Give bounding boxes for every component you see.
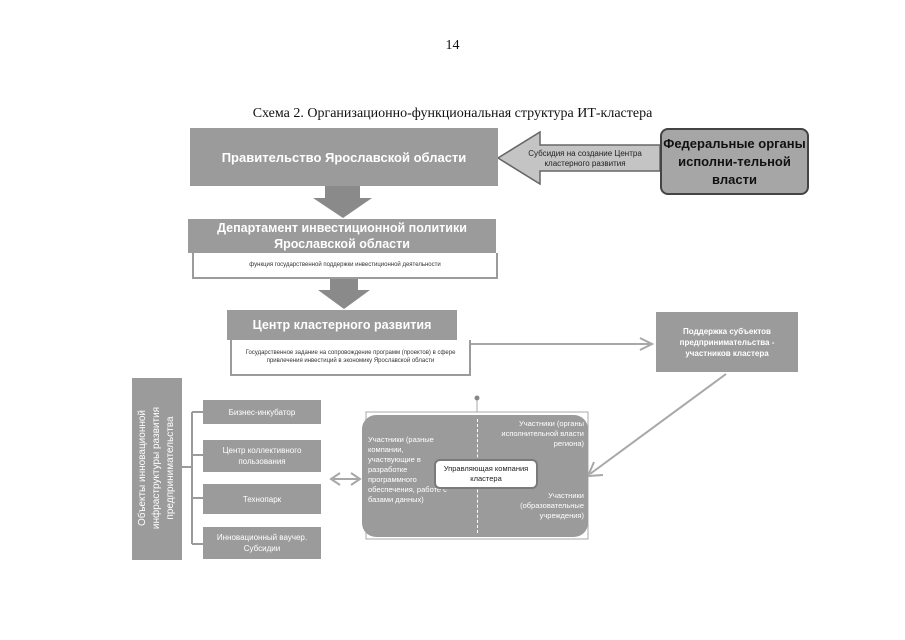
support-box: Поддержка субъектов предпринимательства … bbox=[656, 312, 798, 372]
infrastructure-label: Объекты инновационной инфраструктуры раз… bbox=[137, 406, 176, 530]
subsidy-label: Субсидия на создание Центра кластерного … bbox=[528, 149, 642, 168]
department-subtitle: функция государственной поддержки инвест… bbox=[192, 253, 498, 279]
cluster-education: Участники (образовательные учреждения) bbox=[520, 491, 584, 520]
page-number: 14 bbox=[445, 38, 460, 53]
arrow-subsidy bbox=[496, 130, 661, 186]
object-business-incubator: Бизнес-инкубатор bbox=[203, 400, 321, 424]
object-shared-use-center: Центр коллективного пользования bbox=[203, 440, 321, 472]
management-company-box: Управляющая компания кластера bbox=[434, 459, 538, 489]
cluster-center-subtitle: Государственное задание на сопровождение… bbox=[230, 340, 471, 376]
arrow-gov-to-dept bbox=[313, 186, 372, 218]
government-box: Правительство Ярославской области bbox=[190, 128, 498, 186]
arrow-support-to-cluster bbox=[589, 373, 727, 475]
arrow-dept-to-center bbox=[318, 279, 370, 309]
object-technopark: Технопарк bbox=[203, 484, 321, 514]
cluster-authorities: Участники (органы исполнительной власти … bbox=[501, 419, 584, 448]
diagram-caption: Схема 2. Организационно-функциональная с… bbox=[252, 106, 653, 121]
department-title: Департамент инвестиционной политики Ярос… bbox=[188, 219, 496, 253]
cluster-center-title: Центр кластерного развития bbox=[227, 310, 457, 340]
cluster-companies: Участники (разные компании, участвующие … bbox=[368, 435, 447, 504]
federal-authorities-box: Федеральные органы исполни-тельной власт… bbox=[660, 128, 809, 195]
infrastructure-box: Объекты инновационной инфраструктуры раз… bbox=[132, 378, 182, 560]
object-innovation-voucher: Инновационный ваучер. Субсидии bbox=[203, 527, 321, 559]
